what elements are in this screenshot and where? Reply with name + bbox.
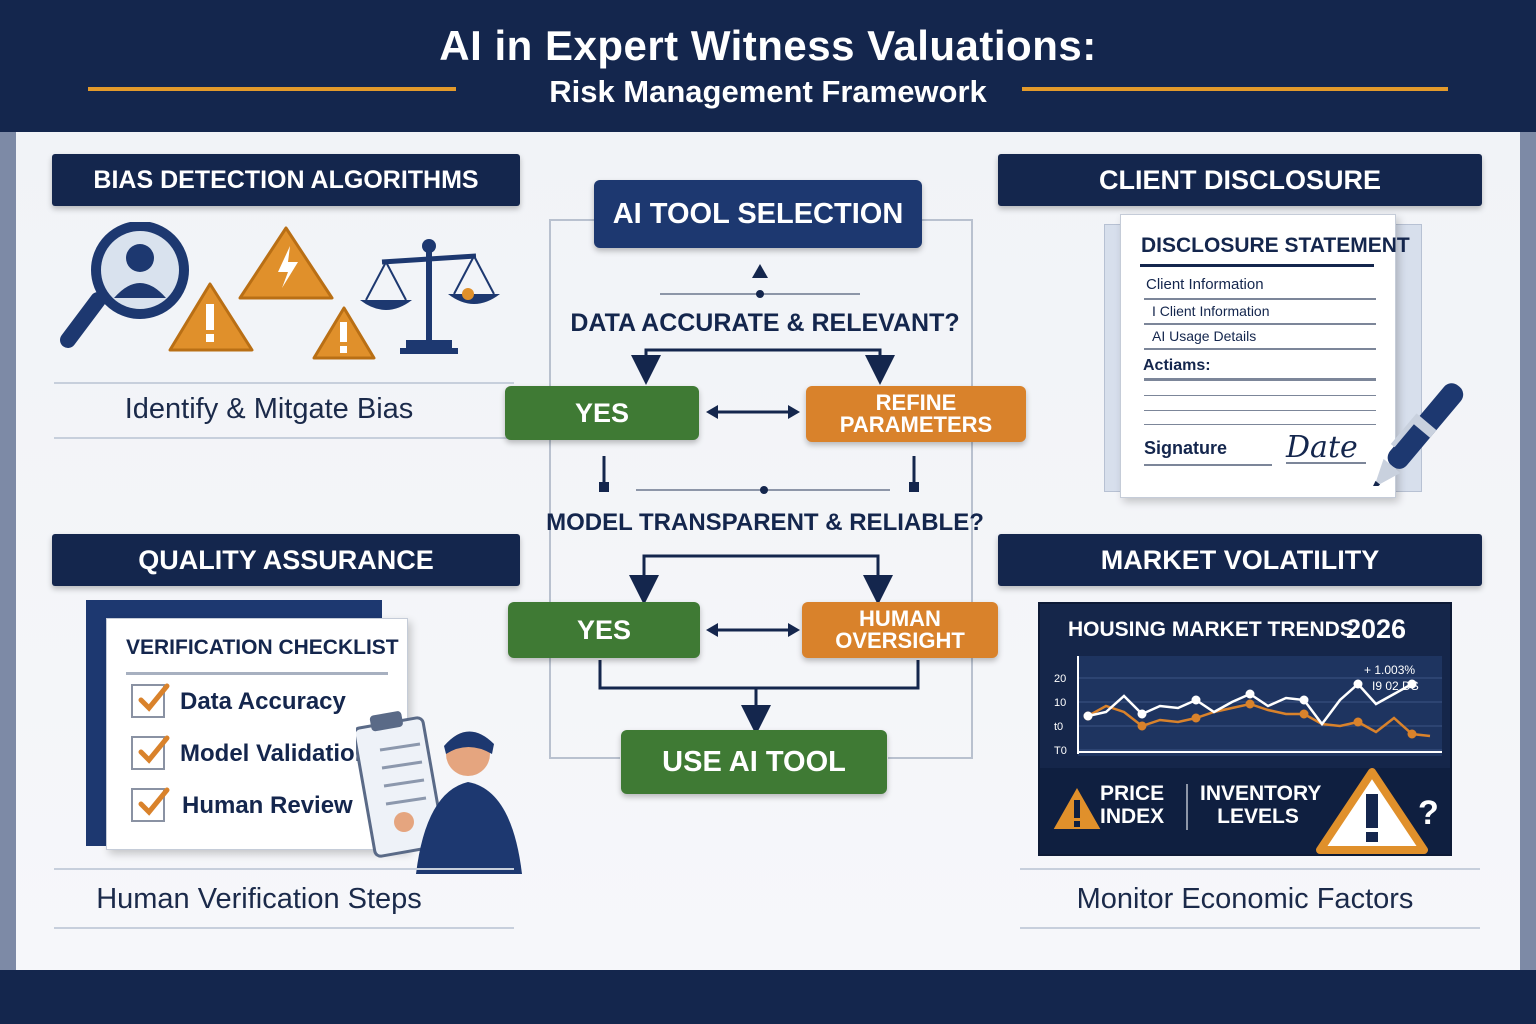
y-tick-label: t0	[1054, 721, 1063, 733]
title-rule-right	[1022, 87, 1448, 91]
checkmark-icon	[138, 683, 170, 712]
quality-divider-top	[54, 868, 514, 870]
disclosure-rule	[1144, 395, 1376, 396]
disclosure-rule	[1144, 298, 1376, 300]
flow-yes-2[interactable]: YES	[508, 602, 700, 658]
market-divider-top	[1020, 868, 1480, 870]
disclosure-rule	[1144, 323, 1376, 325]
page-title: AI in Expert Witness Valuations:	[439, 22, 1097, 69]
disclosure-actions-label: Actiams:	[1143, 357, 1211, 374]
bias-divider-top	[54, 382, 514, 384]
checklist-item: Data Accuracy	[180, 688, 346, 715]
flowchart-connectors	[549, 219, 973, 759]
bias-illustration	[60, 222, 500, 360]
flow-human-oversight[interactable]: HUMAN OVERSIGHT	[802, 602, 998, 658]
chart-annotation: I9 02 DS	[1372, 679, 1419, 693]
flow-question-model: MODEL TRANSPARENT & RELIABLE?	[546, 509, 984, 536]
magnifier-icon	[60, 222, 189, 348]
disclosure-rule	[1144, 424, 1376, 425]
disclosure-line: I Client Information	[1152, 303, 1270, 319]
flow-start-ai-tool-selection[interactable]: AI TOOL SELECTION	[594, 180, 922, 248]
bias-heading: BIAS DETECTION ALGORITHMS	[52, 154, 520, 206]
market-chart-year: 2026	[1346, 614, 1407, 644]
disclosure-rule	[1144, 378, 1376, 381]
disclosure-title: DISCLOSURE STATEMENT	[1141, 234, 1410, 257]
white-trend-point	[1137, 709, 1147, 719]
quality-heading: QUALITY ASSURANCE	[52, 534, 520, 586]
disclosure-rule	[1144, 348, 1376, 350]
checkbox-model-validation[interactable]	[131, 735, 170, 770]
signature-label: Signature	[1144, 438, 1228, 458]
orange-trend-point	[1137, 721, 1147, 731]
market-caption: Monitor Economic Factors	[1076, 883, 1414, 915]
orange-trend-point	[1191, 713, 1201, 723]
y-tick-label: 20	[1054, 673, 1066, 685]
flow-yes-1[interactable]: YES	[505, 386, 699, 440]
flow-question-data: DATA ACCURATE & RELEVANT?	[570, 309, 960, 337]
scales-of-justice-icon	[360, 239, 500, 354]
checklist-item: Human Review	[182, 792, 353, 819]
orange-trend-point	[1299, 709, 1309, 719]
warning-triangle-icon-small	[312, 306, 376, 360]
large-warning-icon: ?	[1316, 768, 1439, 854]
flow-end-use-ai-tool[interactable]: USE AI TOOL	[621, 730, 887, 794]
reviewer-person-icon	[356, 711, 522, 874]
orange-trend-point	[1245, 699, 1255, 709]
date-signature: Date	[1286, 430, 1358, 465]
quality-caption: Human Verification Steps	[96, 883, 422, 915]
metric-price-index: PRICE INDEX	[1100, 782, 1165, 829]
checkbox-human-review[interactable]	[131, 787, 170, 822]
market-heading: MARKET VOLATILITY	[998, 534, 1482, 586]
market-divider-bottom	[1020, 927, 1480, 929]
checklist-item: Model Validation	[180, 740, 370, 767]
chart-annotation: + 1.003%	[1364, 663, 1415, 677]
footer-bar	[0, 970, 1536, 1024]
white-trend-point	[1407, 679, 1417, 689]
white-trend-point	[1299, 695, 1309, 705]
y-tick-label: T0	[1054, 745, 1067, 757]
checkbox-data-accuracy[interactable]	[131, 683, 170, 718]
disclosure-rule	[1144, 410, 1376, 411]
title-banner	[0, 0, 1536, 132]
metric-divider	[1186, 784, 1188, 830]
white-trend-point	[1191, 695, 1201, 705]
signature-line	[1144, 464, 1272, 466]
page-subtitle: Risk Management Framework	[549, 74, 987, 109]
checklist-title-rule	[126, 672, 388, 675]
title-rule-left	[88, 87, 456, 91]
bias-caption: Identify & Mitgate Bias	[124, 393, 414, 425]
checkmark-icon	[138, 735, 170, 764]
market-trend-chart: 20 10 t0 T0 + 1.003% I9 02 DS	[1054, 656, 1442, 757]
pen-icon	[1370, 383, 1464, 486]
checkmark-icon	[138, 787, 170, 816]
orange-trend-point	[1407, 729, 1417, 739]
orange-trend-point	[1353, 717, 1363, 727]
white-trend-point	[1353, 679, 1363, 689]
flow-refine-parameters[interactable]: REFINE PARAMETERS	[806, 386, 1026, 442]
disclosure-title-rule	[1140, 264, 1374, 267]
disclosure-document	[1120, 214, 1396, 498]
svg-text:?: ?	[1418, 794, 1439, 832]
date-line	[1286, 462, 1366, 464]
market-chart-title: HOUSING MARKET TRENDS	[1068, 618, 1354, 641]
warning-triangle-icon-large	[238, 226, 334, 300]
white-trend-point	[1245, 689, 1255, 699]
side-bar-left	[0, 132, 16, 970]
white-trend-point	[1083, 711, 1093, 721]
side-bar-right	[1520, 132, 1536, 970]
checklist-title: VERIFICATION CHECKLIST	[126, 636, 399, 659]
quality-divider-bottom	[54, 927, 514, 929]
y-tick-label: 10	[1054, 697, 1066, 709]
warning-triangle-icon-medium	[168, 282, 254, 352]
disclosure-line: AI Usage Details	[1152, 328, 1257, 344]
metric-inventory-levels: INVENTORY LEVELS	[1200, 782, 1322, 829]
bias-divider-bottom	[54, 437, 514, 439]
client-heading: CLIENT DISCLOSURE	[998, 154, 1482, 206]
disclosure-line: Client Information	[1146, 276, 1264, 293]
warning-icon	[1051, 785, 1103, 831]
